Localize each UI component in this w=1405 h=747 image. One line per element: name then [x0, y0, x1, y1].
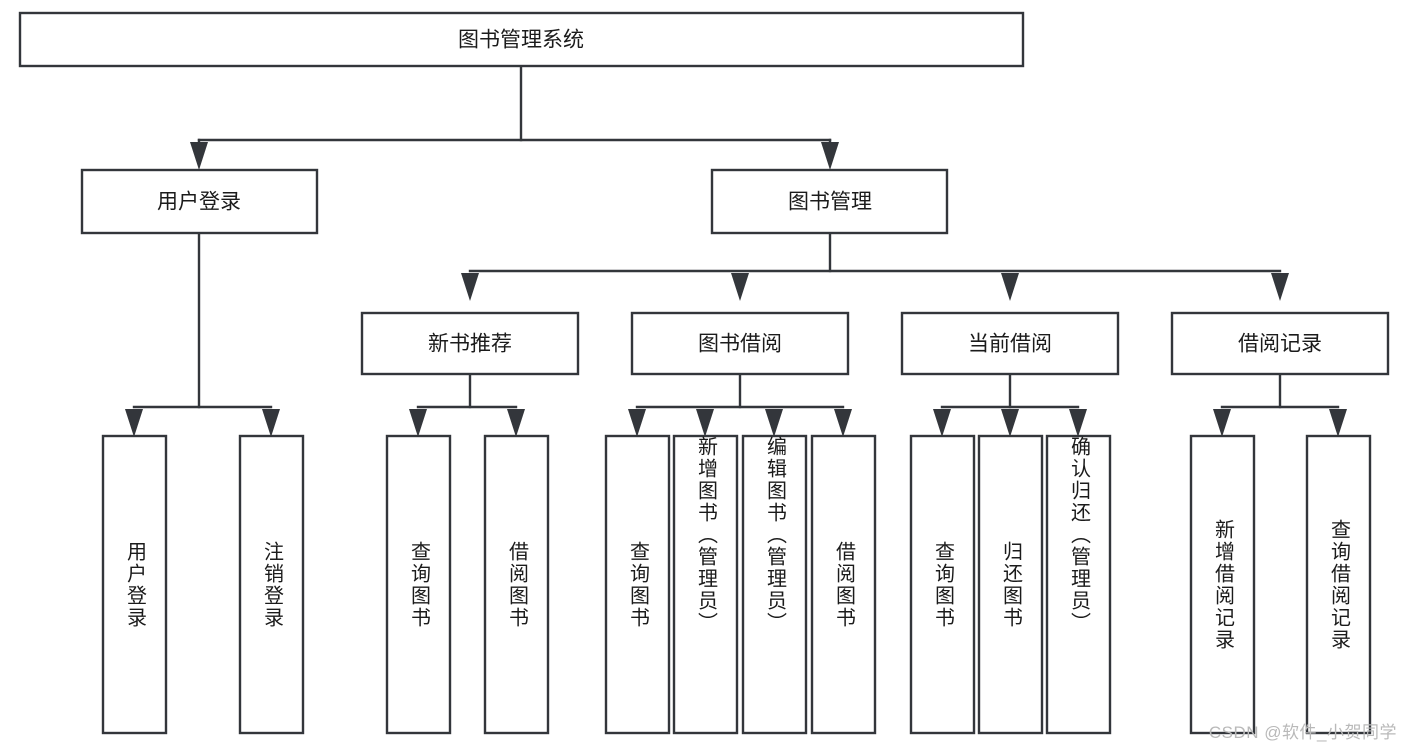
node-box-leaf-query-book-3[interactable]	[909, 434, 976, 735]
connector-group-root	[190, 64, 839, 170]
arrow-icon-br-leaf-2	[1329, 409, 1347, 437]
node-box-book-borrow[interactable]	[630, 311, 850, 376]
arrow-icon-cb-leaf-3	[1069, 409, 1087, 437]
node-box-leaf-query-record[interactable]	[1305, 434, 1372, 735]
node-box-leaf-confirm-return[interactable]	[1045, 434, 1112, 735]
node-box-leaf-query-book-2[interactable]	[604, 434, 671, 735]
arrow-icon-bm-to-borrow-record	[1271, 273, 1289, 301]
node-label-user-login: 用户登录	[157, 191, 241, 214]
node-box-leaf-add-record[interactable]	[1189, 434, 1256, 735]
arrow-icon-cb-leaf-2	[1001, 409, 1019, 437]
arrow-icon-cb-leaf-1	[933, 409, 951, 437]
arrow-icon-ul-leaf-2	[262, 409, 280, 437]
arrow-icon-nb-leaf-2	[507, 409, 525, 437]
node-box-leaf-user-logout[interactable]	[238, 434, 305, 735]
node-box-book-manage[interactable]	[710, 168, 949, 235]
node-box-root[interactable]	[18, 11, 1025, 68]
node-label-new-book-recommend: 新书推荐	[428, 333, 512, 356]
node-box-leaf-borrow-book-1[interactable]	[483, 434, 550, 735]
arrow-icon-nb-leaf-1	[409, 409, 427, 437]
arrow-icon-bb-leaf-2	[696, 409, 714, 437]
node-box-new-book-recommend[interactable]	[360, 311, 580, 376]
arrow-icon-bb-leaf-3	[765, 409, 783, 437]
node-box-borrow-record[interactable]	[1170, 311, 1390, 376]
node-box-user-login[interactable]	[80, 168, 319, 235]
arrow-icon-bb-leaf-1	[628, 409, 646, 437]
arrow-icon-br-leaf-1	[1213, 409, 1231, 437]
connector-group-book-borrow	[628, 372, 852, 437]
connector-group-current-borrow	[933, 372, 1087, 437]
node-box-leaf-borrow-book-2[interactable]	[810, 434, 877, 735]
node-label-book-borrow: 图书借阅	[698, 333, 782, 356]
node-box-leaf-return-book[interactable]	[977, 434, 1044, 735]
node-box-leaf-user-login[interactable]	[101, 434, 168, 735]
arrow-icon-bm-to-book-borrow	[731, 273, 749, 301]
connector-group-borrow-record	[1213, 372, 1347, 437]
node-box-current-borrow[interactable]	[900, 311, 1120, 376]
watermark-text: CSDN @软件_小贺同学	[1208, 723, 1397, 742]
arrow-icon-ul-leaf-1	[125, 409, 143, 437]
arrow-icon-root-to-user-login	[190, 142, 208, 170]
connector-group-user-login	[125, 231, 280, 437]
node-label-book-manage: 图书管理	[788, 191, 872, 214]
connector-group-new-book	[409, 372, 525, 437]
node-label-borrow-record: 借阅记录	[1238, 333, 1322, 356]
node-label-root: 图书管理系统	[458, 29, 584, 52]
node-box-leaf-edit-book[interactable]	[741, 434, 808, 735]
arrow-icon-bm-to-current-borrow	[1001, 273, 1019, 301]
arrow-icon-bm-to-new-book	[461, 273, 479, 301]
node-box-leaf-add-book[interactable]	[672, 434, 739, 735]
arrow-icon-root-to-book-manage	[821, 142, 839, 170]
node-label-current-borrow: 当前借阅	[968, 333, 1052, 356]
arrow-icon-bb-leaf-4	[834, 409, 852, 437]
connector-group-book-manage	[461, 231, 1289, 301]
node-box-leaf-query-book-1[interactable]	[385, 434, 452, 735]
